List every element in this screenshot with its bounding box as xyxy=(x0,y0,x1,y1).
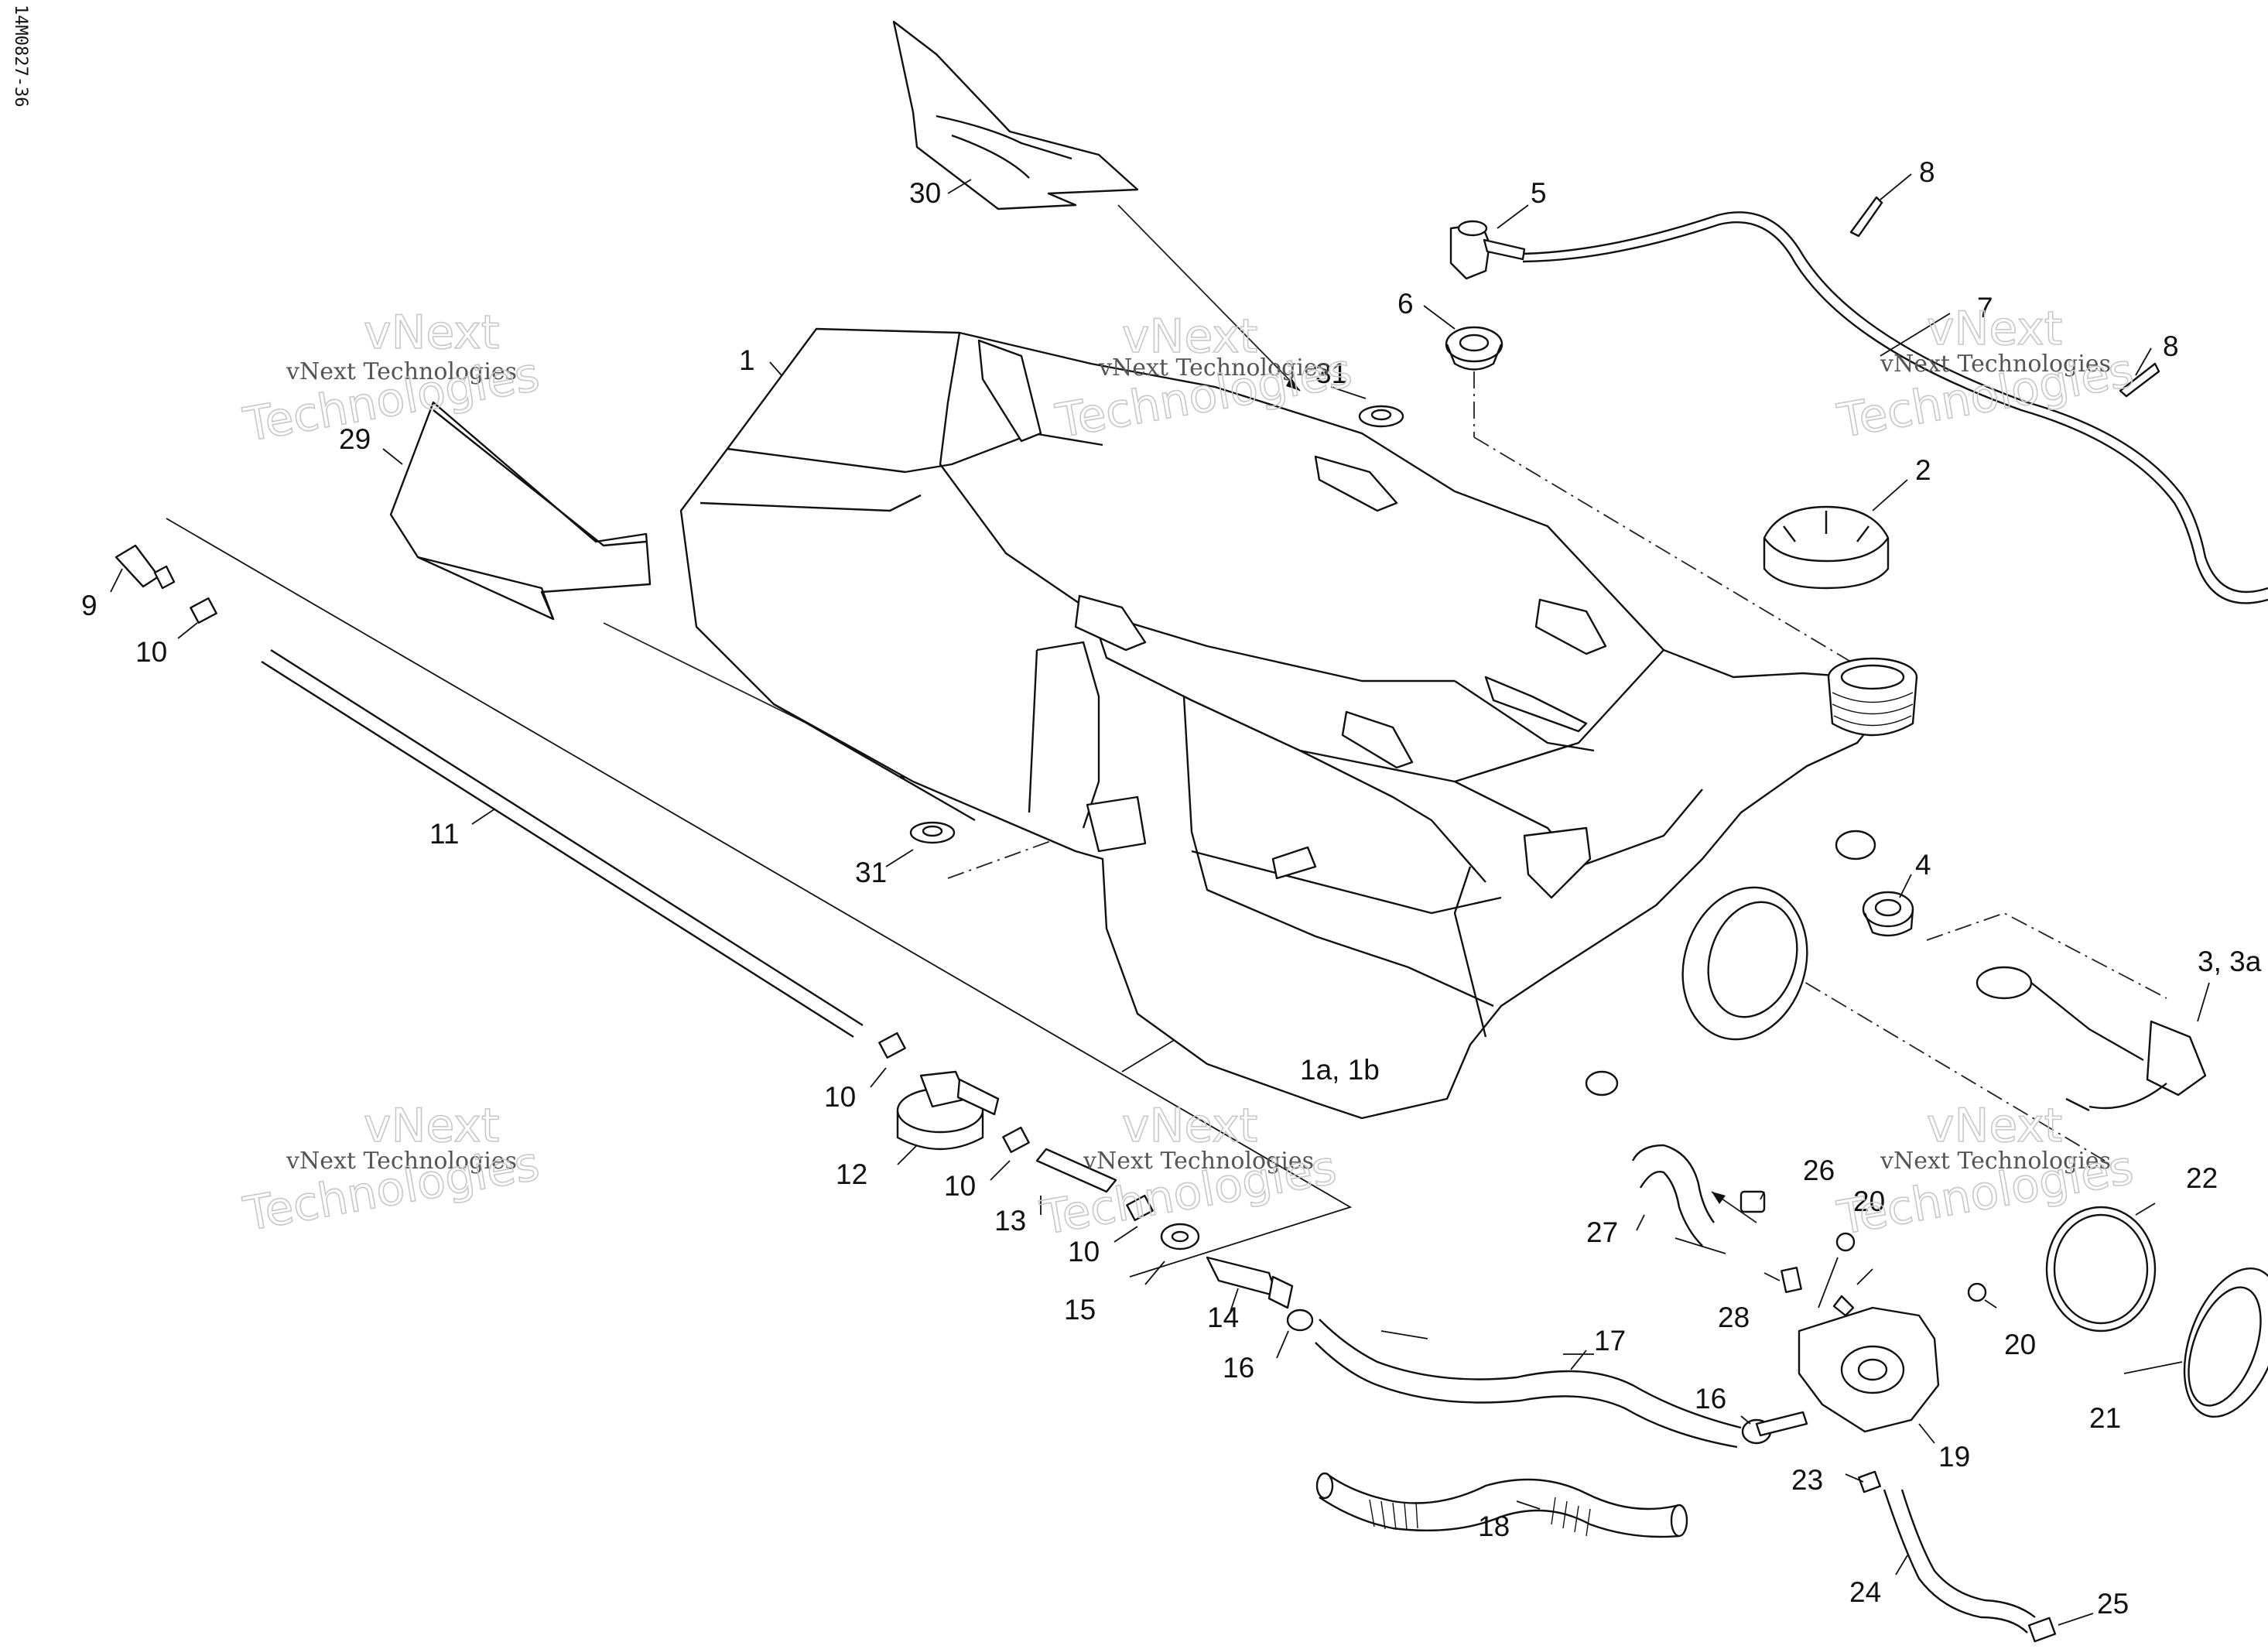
callout-29: 29 xyxy=(339,423,371,455)
callout-labels: 1 1a, 1b 2 3, 3a 4 5 6 7 8 8 9 10 10 10 … xyxy=(81,156,2262,1620)
callout-15: 15 xyxy=(1064,1294,1096,1326)
callout-25: 25 xyxy=(2097,1588,2129,1620)
callout-20-b: 20 xyxy=(2004,1329,2036,1360)
callout-7: 7 xyxy=(1977,292,1993,323)
callout-6: 6 xyxy=(1397,288,1414,320)
callout-12: 12 xyxy=(836,1158,867,1190)
callout-11: 11 xyxy=(429,818,459,850)
callout-17: 17 xyxy=(1594,1325,1626,1356)
svg-text:vNext: vNext xyxy=(1927,1099,2062,1153)
svg-text:vNext: vNext xyxy=(364,306,499,360)
lock-ring-21 xyxy=(2183,1267,2268,1418)
callout-2: 2 xyxy=(1915,454,1931,486)
filter-canister xyxy=(896,1070,1000,1151)
svg-text:vNext: vNext xyxy=(1122,310,1257,364)
cap-26 xyxy=(1739,1190,1766,1213)
heat-shield-30 xyxy=(892,20,1139,210)
callout-3-3a: 3, 3a xyxy=(2198,946,2262,977)
reference-code: 14M0827-36 xyxy=(11,5,30,107)
heat-shield-29 xyxy=(389,401,652,621)
fuel-tank xyxy=(679,327,1918,1120)
svg-text:vNext Technologies: vNext Technologies xyxy=(286,1148,517,1175)
callout-1a-1b: 1a, 1b xyxy=(1300,1054,1380,1086)
washer xyxy=(1160,1223,1200,1250)
callout-21: 21 xyxy=(2089,1402,2121,1434)
callout-20-a: 20 xyxy=(1853,1185,1885,1217)
callout-19: 19 xyxy=(1938,1441,1970,1473)
clamp-25 xyxy=(2027,1616,2057,1643)
callout-4: 4 xyxy=(1915,849,1931,881)
hose-24 xyxy=(1883,1489,2036,1634)
callout-26: 26 xyxy=(1803,1155,1835,1186)
hose-27 xyxy=(1631,1144,1715,1247)
sleeve-28 xyxy=(1781,1267,1802,1293)
fuel-level-sender xyxy=(1976,966,2207,1112)
fuel-filler-cap xyxy=(1763,505,1890,590)
vent-hose xyxy=(1522,211,2268,604)
vent-valve xyxy=(1449,220,1526,280)
svg-text:vNext Technologies: vNext Technologies xyxy=(1083,1148,1314,1175)
callout-10-a: 10 xyxy=(135,636,167,668)
watermark-bottom-left: vNext vNext Technologies Technologies xyxy=(239,1098,544,1243)
callout-31-top: 31 xyxy=(1315,358,1347,389)
callout-13: 13 xyxy=(994,1205,1026,1237)
callout-10-d: 10 xyxy=(1068,1236,1100,1268)
callout-1: 1 xyxy=(739,344,755,376)
svg-text:vNext: vNext xyxy=(1122,1099,1257,1153)
watermark-bottom-right: vNext vNext Technologies Technologies xyxy=(1833,1098,2138,1247)
svg-text:vNext: vNext xyxy=(1927,302,2062,356)
clamp xyxy=(190,597,1154,1222)
callout-16-a: 16 xyxy=(1223,1352,1254,1384)
svg-text:vNext Technologies: vNext Technologies xyxy=(1880,1148,2111,1175)
drain-hose xyxy=(261,648,864,1038)
nut-20 xyxy=(1835,1232,1987,1302)
watermark-top-left: vNext vNext Technologies Technologies xyxy=(239,305,544,453)
callout-10-b: 10 xyxy=(824,1081,856,1113)
o-ring-22 xyxy=(2045,1206,2157,1333)
callout-9: 9 xyxy=(81,590,97,621)
callout-16-b: 16 xyxy=(1695,1383,1726,1415)
callout-14: 14 xyxy=(1207,1302,1239,1333)
callout-27: 27 xyxy=(1586,1216,1618,1248)
callout-10-c: 10 xyxy=(944,1170,976,1202)
callout-30: 30 xyxy=(909,177,941,209)
fuel-pump xyxy=(1755,1295,1940,1437)
callout-31-left: 31 xyxy=(855,857,887,888)
grommet xyxy=(1445,326,1503,371)
clamp-23 xyxy=(1858,1470,1881,1493)
svg-text:vNext Technologies: vNext Technologies xyxy=(1880,351,2111,378)
callout-24: 24 xyxy=(1849,1576,1881,1608)
callout-22: 22 xyxy=(2186,1162,2218,1194)
hose-13 xyxy=(1035,1148,1117,1193)
fitting-14 xyxy=(1206,1256,1294,1309)
fuel-hose-17 xyxy=(1315,1319,1742,1449)
callout-5: 5 xyxy=(1531,177,1547,209)
drain-fitting xyxy=(115,544,176,590)
callout-28: 28 xyxy=(1718,1302,1750,1333)
hose-clip xyxy=(1849,196,2160,398)
leader-lines xyxy=(110,173,2210,1626)
svg-text:vNext Technologies: vNext Technologies xyxy=(286,358,517,385)
callout-18: 18 xyxy=(1478,1510,1510,1542)
fuel-hose-18 xyxy=(1315,1472,1688,1538)
callout-8-top: 8 xyxy=(1919,156,1935,188)
callout-8-right: 8 xyxy=(2163,330,2179,362)
svg-text:vNext Technologies: vNext Technologies xyxy=(1098,354,1329,381)
grommet-31 xyxy=(909,405,1404,844)
svg-text:vNext: vNext xyxy=(364,1099,499,1153)
callout-23: 23 xyxy=(1791,1464,1823,1496)
grommet-4 xyxy=(1862,891,1914,937)
